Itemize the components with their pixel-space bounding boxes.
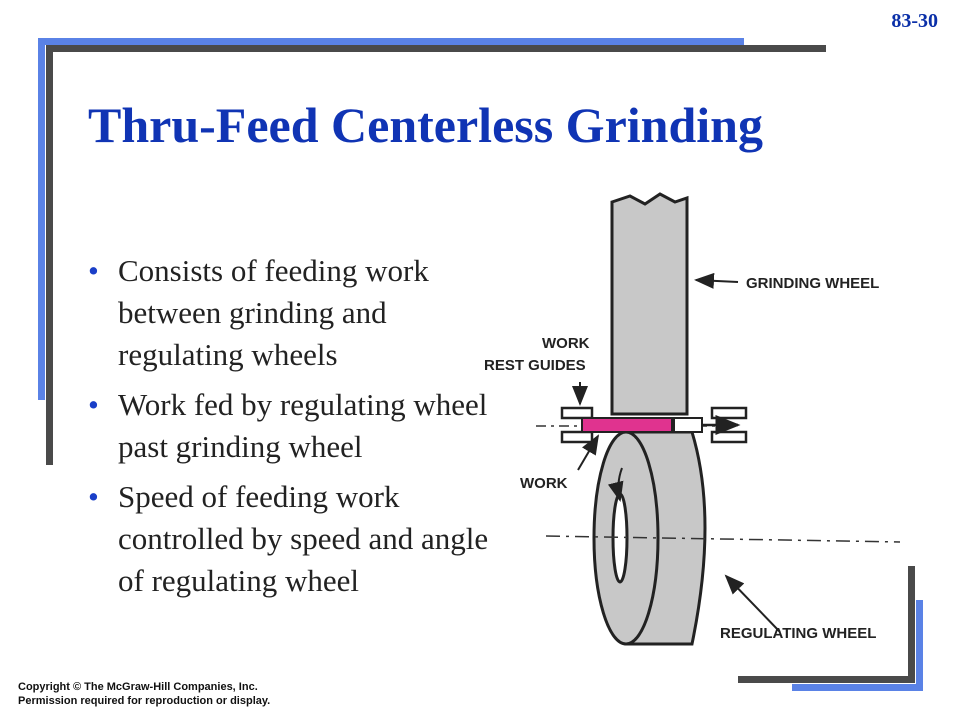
centerless-grinding-diagram: GRINDING WHEEL WORK REST GUIDES WORK REG…	[484, 192, 901, 646]
bullet-item: Speed of feeding work controlled by spee…	[88, 476, 518, 602]
grinding-wheel-leader	[694, 272, 739, 289]
work-rest-guides-label-line1: WORK	[542, 335, 590, 352]
frame-bottom-gray-bar	[738, 676, 915, 683]
grinding-wheel-label: GRINDING WHEEL	[746, 275, 879, 292]
frame-right-gray-bar	[908, 566, 915, 678]
centerline	[545, 535, 901, 543]
copyright-notice: Copyright © The McGraw-Hill Companies, I…	[18, 680, 270, 708]
bullet-item: Consists of feeding work between grindin…	[88, 250, 518, 376]
work-piece-exiting	[673, 417, 703, 433]
regulating-wheel-leader	[724, 574, 781, 633]
bullet-list: Consists of feeding work between grindin…	[88, 250, 518, 610]
work-rest-guide-left-top	[560, 406, 594, 420]
slide-title: Thru-Feed Centerless Grinding	[88, 97, 763, 153]
rotation-arrow-icon	[607, 467, 624, 502]
work-rest-guide-right-top	[710, 406, 748, 420]
frame-top-blue-bar	[38, 38, 744, 45]
slide-number: 83-30	[891, 10, 938, 32]
work-piece	[581, 417, 673, 433]
bullet-item: Work fed by regulating wheel past grindi…	[88, 384, 518, 468]
grinding-wheel-shape	[610, 192, 689, 416]
work-rest-guide-left-bottom	[560, 430, 594, 444]
permission-line: Permission required for reproduction or …	[18, 695, 271, 707]
frame-right-blue-bar	[916, 600, 923, 686]
frame-bottom-blue-bar	[792, 684, 923, 691]
work-rest-guide-right-bottom	[710, 430, 748, 444]
work-leader	[577, 434, 600, 471]
frame-left-gray-bar	[46, 45, 53, 465]
regulating-wheel-label: REGULATING WHEEL	[720, 625, 876, 642]
work-label: WORK	[520, 475, 568, 492]
frame-left-blue-bar	[38, 38, 45, 400]
work-rest-guides-label-line2: REST GUIDES	[484, 357, 586, 374]
frame-top-gray-bar	[46, 45, 826, 52]
copyright-line: Copyright © The McGraw-Hill Companies, I…	[18, 681, 258, 693]
